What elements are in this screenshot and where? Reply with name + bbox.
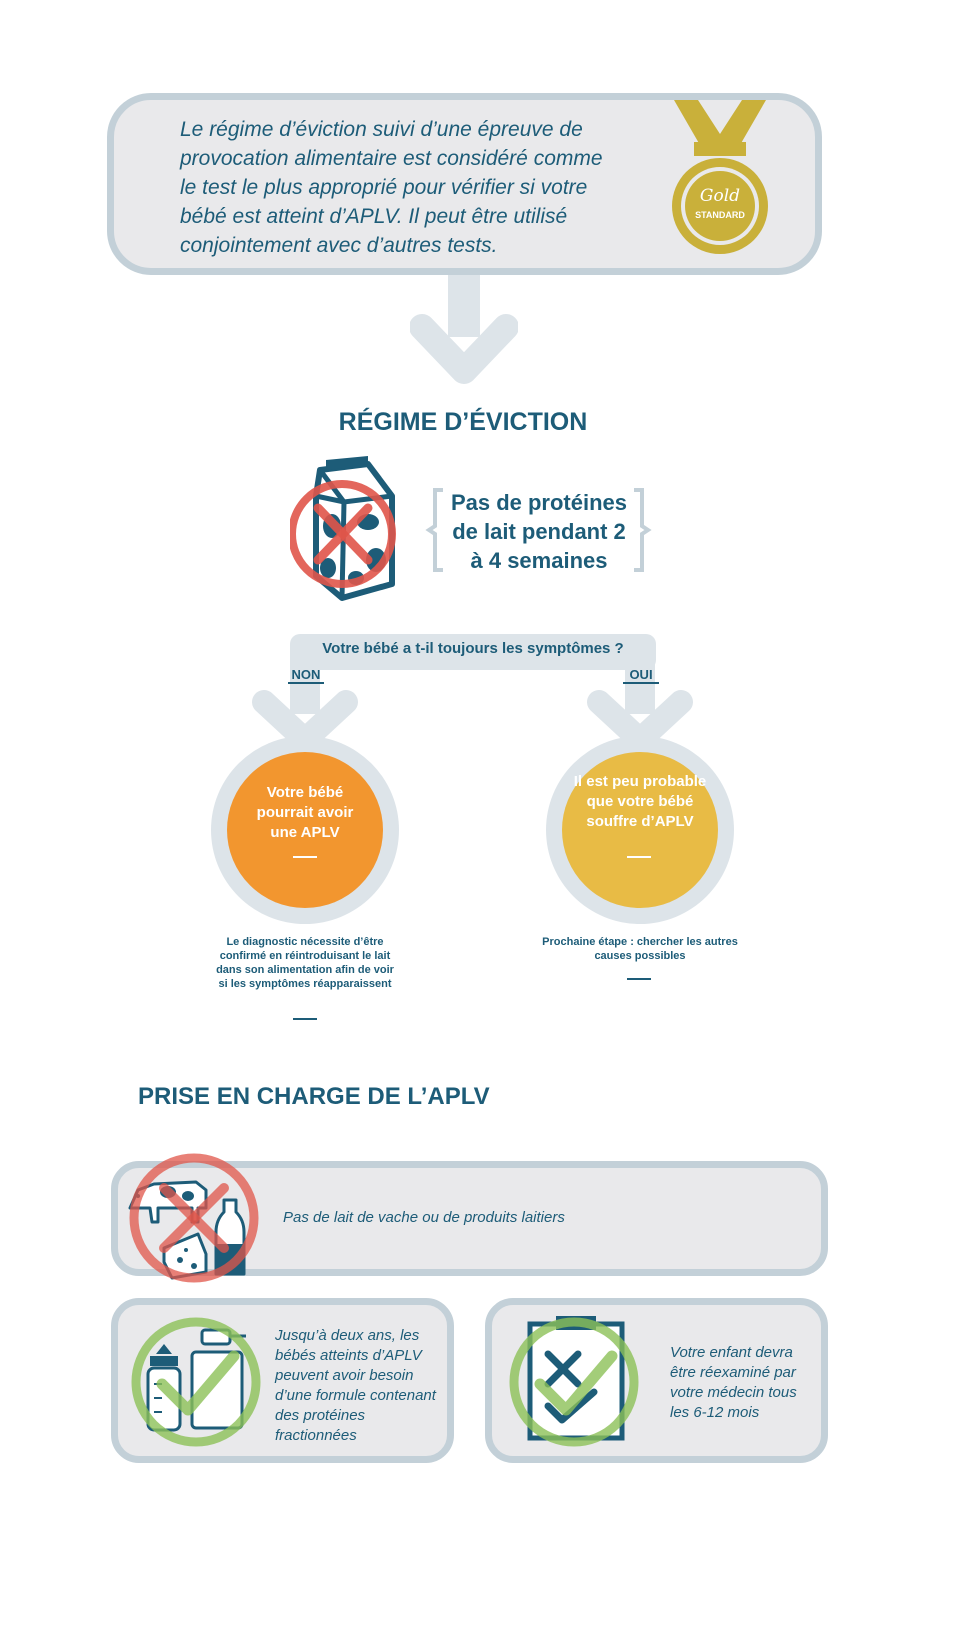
no-note-dash (293, 1018, 317, 1020)
intro-text: Le régime d’éviction suivi d’une épreuve… (180, 118, 603, 257)
gold-medal-icon: Gold STANDARD (672, 100, 768, 254)
no-label: NON (288, 667, 324, 684)
no-outcome-text: Votre bébé pourrait avoir une APLV (256, 784, 354, 841)
yes-outcome-note: Prochaine étape : chercher les autres ca… (542, 936, 738, 962)
yes-outcome-circle (562, 752, 718, 908)
no-outcome-circle (227, 752, 383, 908)
down-arrow-icon (410, 275, 518, 384)
review-text: Votre enfant devra être réexaminé par vo… (670, 1344, 797, 1421)
dairy-crossed-icon (128, 1153, 259, 1283)
yes-outcome-text: Il est peu probable que votre bébé souff… (573, 773, 707, 830)
management-title: PRISE EN CHARGE DE L’APLV (138, 1083, 490, 1110)
no-outcome-note: Le diagnostic nécessite d’être confirmé … (216, 936, 394, 990)
formula-text: Jusqu’à deux ans, les bébés atteints d’A… (275, 1327, 436, 1444)
yes-outcome-dash (627, 856, 651, 858)
medal-script-text: Gold (700, 186, 740, 206)
medal-label-text: STANDARD (695, 210, 745, 220)
yes-note-dash (627, 978, 651, 980)
no-dairy-text: Pas de lait de vache ou de produits lait… (283, 1209, 565, 1226)
left-brace-icon (425, 488, 443, 572)
clipboard-check-icon (509, 1316, 639, 1447)
elimination-title: RÉGIME D’ÉVICTION (338, 408, 588, 436)
no-outcome-dash (293, 856, 317, 858)
question-text: Votre bébé a t-il toujours les symptômes… (322, 640, 624, 657)
milk-carton-crossed-icon (290, 456, 396, 601)
brace-text: Pas de protéines de lait pendant 2 à 4 s… (450, 490, 628, 573)
right-brace-icon (634, 488, 652, 572)
yes-label: OUI (623, 667, 659, 684)
formula-check-icon (131, 1317, 261, 1447)
